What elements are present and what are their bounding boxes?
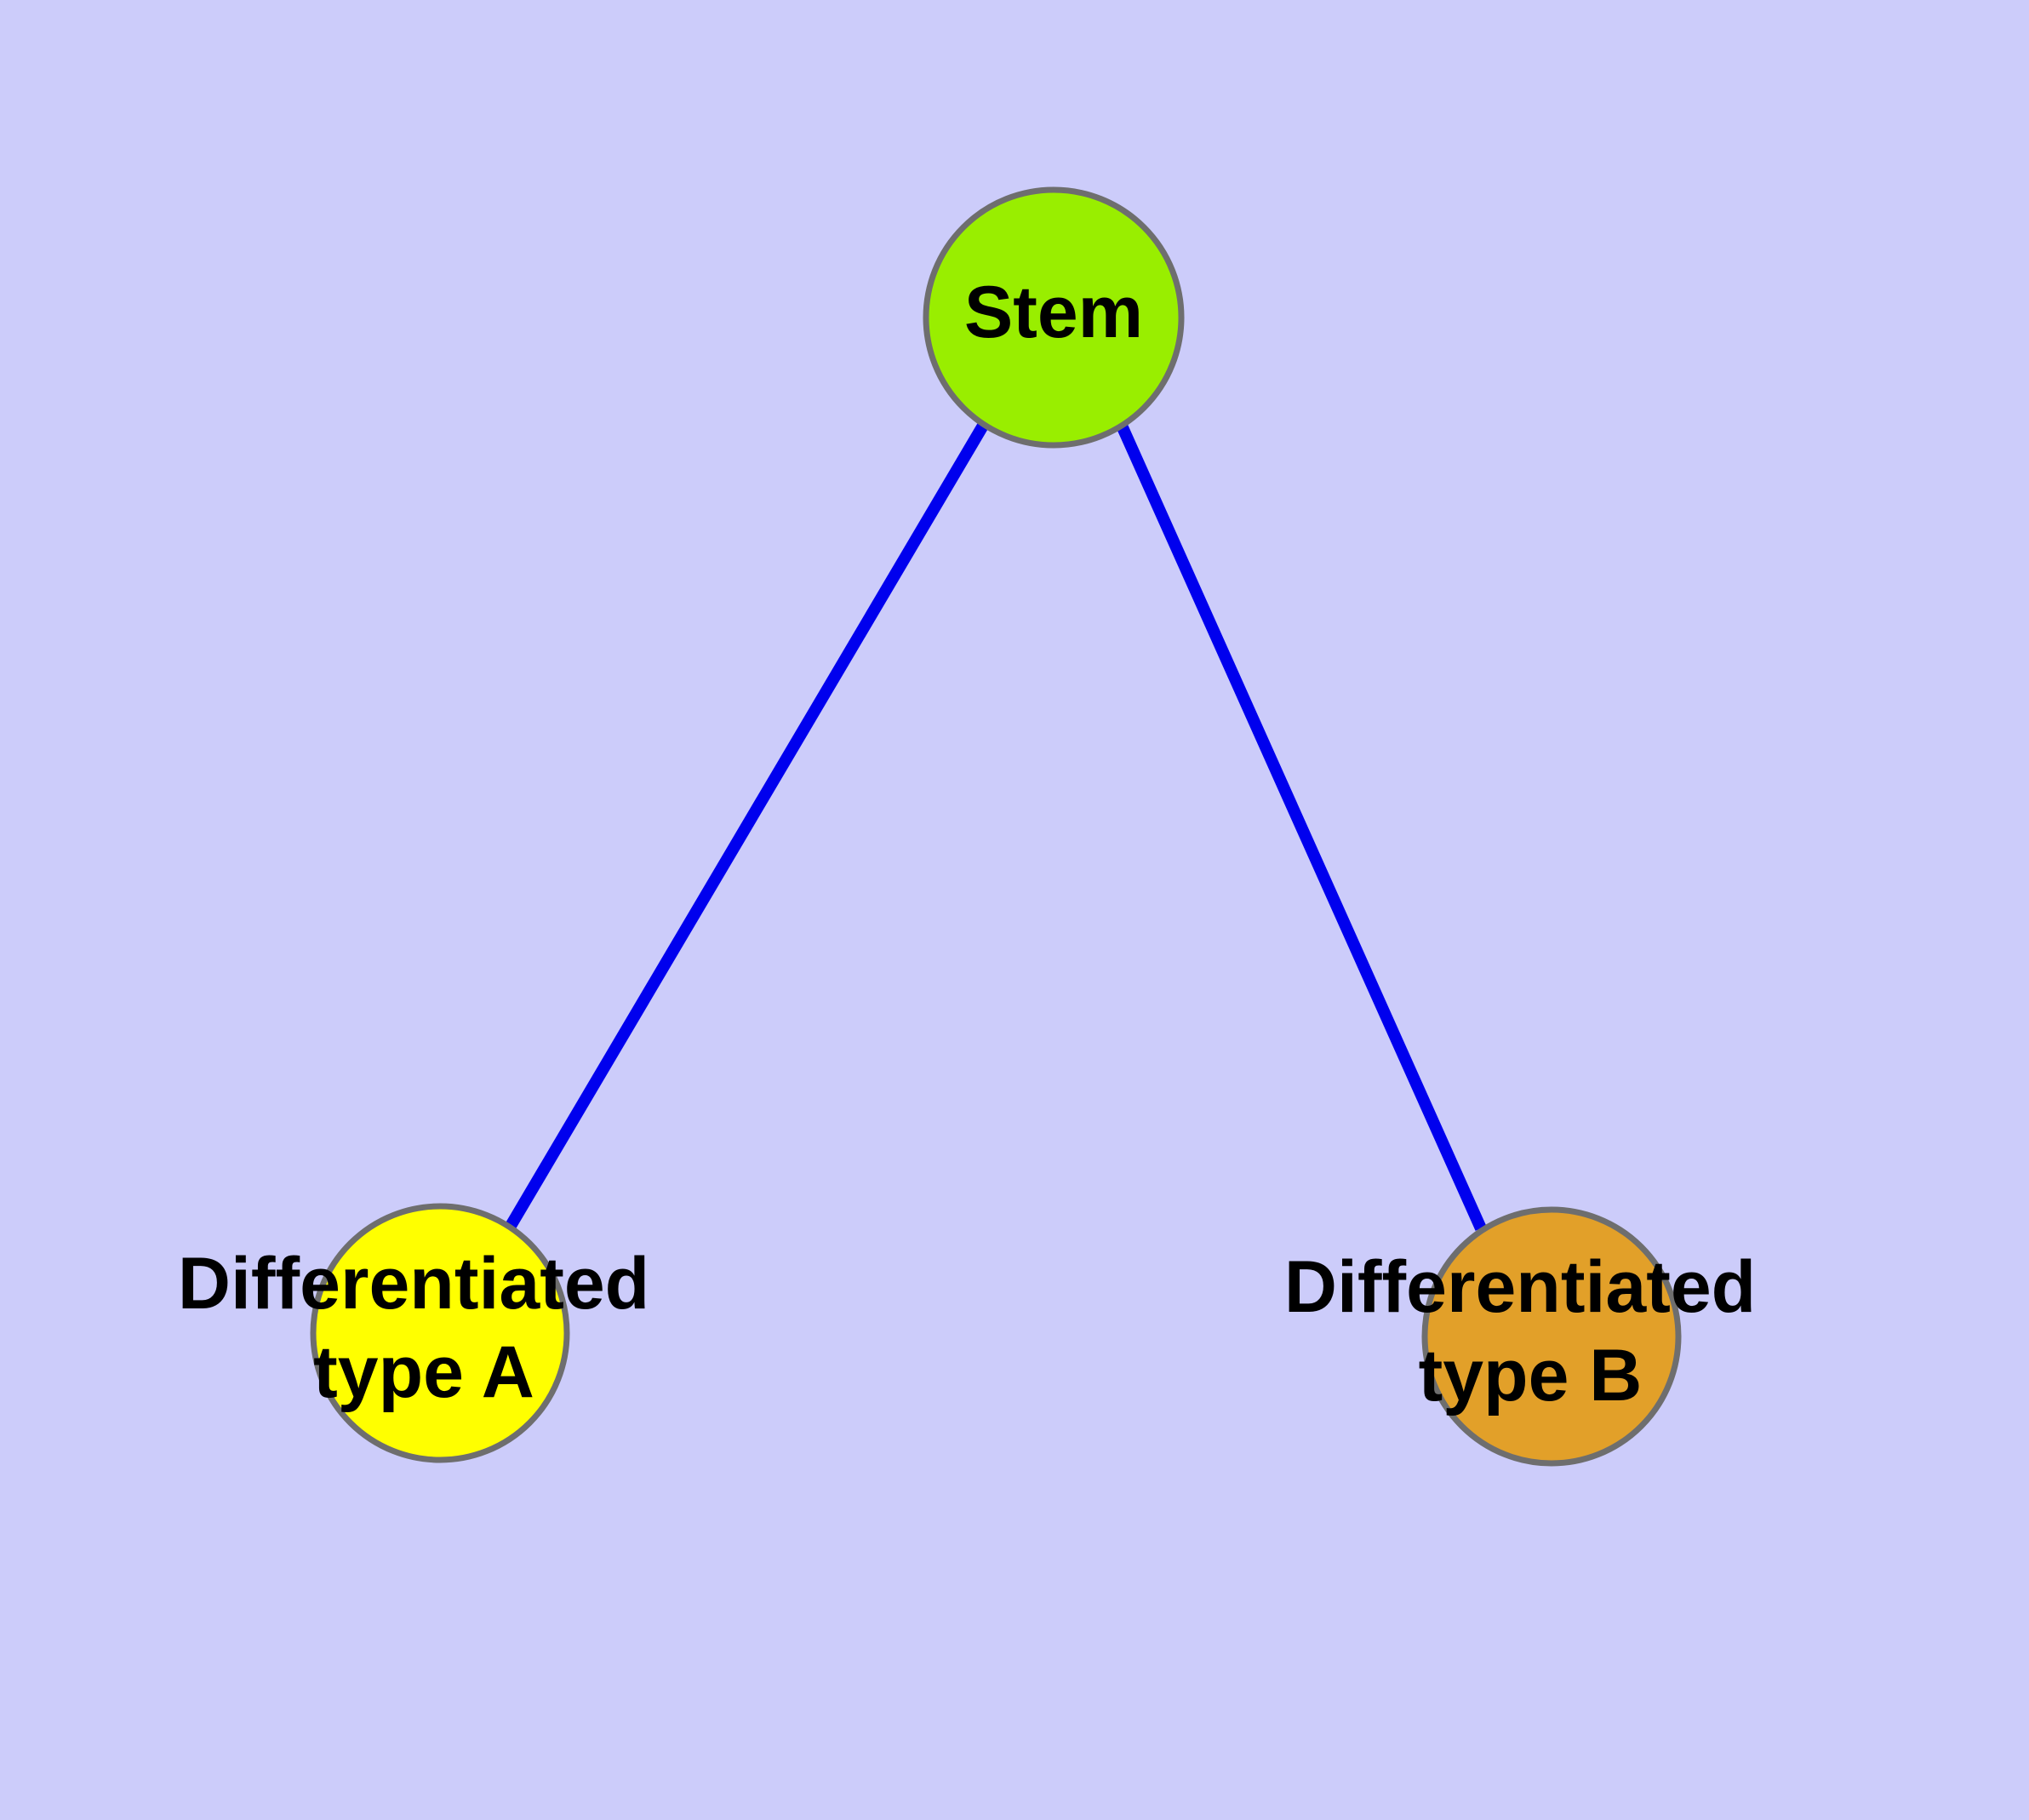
- node-stem[interactable]: [923, 186, 1185, 449]
- node-diff-b-label-line-2: type B: [1419, 1335, 1643, 1417]
- nodes-layer: [310, 186, 1682, 1467]
- node-diff-b-label-line-1: Differentiated: [1284, 1246, 1756, 1328]
- node-diff-a[interactable]: [310, 1203, 570, 1463]
- node-diff-b[interactable]: [1421, 1206, 1682, 1467]
- node-diff-b-label: Differentiated type B: [1284, 1246, 1776, 1417]
- edge-stem-to-diff-a[interactable]: [505, 422, 989, 1229]
- node-diff-b-circle[interactable]: [1421, 1206, 1682, 1467]
- labels-layer: Stem Differentiated type A Differentiate…: [178, 272, 1776, 1417]
- node-stem-label-line-1: Stem: [964, 272, 1143, 353]
- node-diff-a-label-line-1: Differentiated: [178, 1243, 649, 1325]
- node-diff-a-label: Differentiated type A: [178, 1243, 670, 1413]
- node-diff-a-label-line-2: type A: [313, 1331, 534, 1413]
- node-diff-a-circle[interactable]: [310, 1203, 570, 1463]
- edges-layer: [505, 422, 1487, 1231]
- edge-stem-to-diff-b[interactable]: [1116, 423, 1487, 1231]
- node-stem-circle[interactable]: [923, 186, 1185, 449]
- node-stem-label: Stem: [964, 272, 1143, 353]
